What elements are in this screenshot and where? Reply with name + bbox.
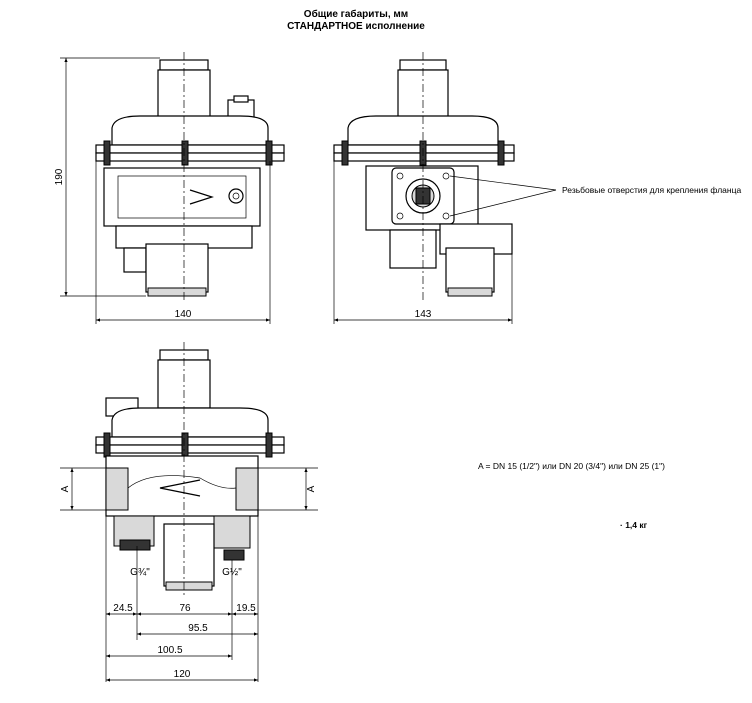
port-a-left-label: A [60, 485, 71, 492]
connection-note: A = DN 15 (1/2") или DN 20 (3/4") или DN… [478, 461, 665, 471]
front-view: 190 140 [54, 52, 285, 324]
front-flange-top [95, 144, 285, 154]
title-line-2: СТАНДАРТНОЕ исполнение [287, 21, 425, 32]
thread-left-label: G¾" [130, 567, 150, 578]
section-view: A A G¾" G½" 24.5 76 19.5 95.5 100.5 120 [60, 342, 318, 682]
side-width-dimension: 143 [415, 309, 432, 320]
section-outlet-pipe [163, 523, 215, 587]
front-vent-plug [227, 99, 255, 119]
title-line-1: Общие габариты, мм [304, 8, 408, 20]
dim-76: 76 [179, 603, 191, 614]
flange-holes-note: Резьбовые отверстия для крепления фланца [562, 185, 741, 195]
front-bonnet [111, 115, 269, 146]
width-dimension: 140 [175, 309, 192, 320]
dim-100-5: 100.5 [157, 645, 182, 656]
front-spring-housing [157, 69, 211, 119]
port-right [213, 515, 251, 549]
section-valve-body [105, 455, 259, 517]
port-a-right-label: A [306, 485, 317, 492]
weight-note: · 1,4 кг [620, 520, 648, 530]
section-flow-arrow-icon [159, 479, 201, 497]
dim-95-5: 95.5 [188, 623, 208, 634]
front-flange-bottom [95, 152, 285, 162]
side-view: Резьбовые отверстия для крепления фланца… [333, 52, 741, 324]
side-bonnet [347, 115, 499, 146]
side-spring-housing [397, 69, 449, 119]
height-dimension: 190 [54, 168, 65, 185]
side-outlet-pipe [445, 247, 495, 293]
front-outlet-pipe [145, 243, 209, 293]
dim-24-5: 24.5 [113, 603, 133, 614]
flow-arrow-icon [189, 189, 214, 205]
section-bonnet [111, 407, 269, 438]
dim-120: 120 [174, 669, 191, 680]
dim-19-5: 19.5 [236, 603, 256, 614]
section-spring-housing [157, 359, 211, 409]
